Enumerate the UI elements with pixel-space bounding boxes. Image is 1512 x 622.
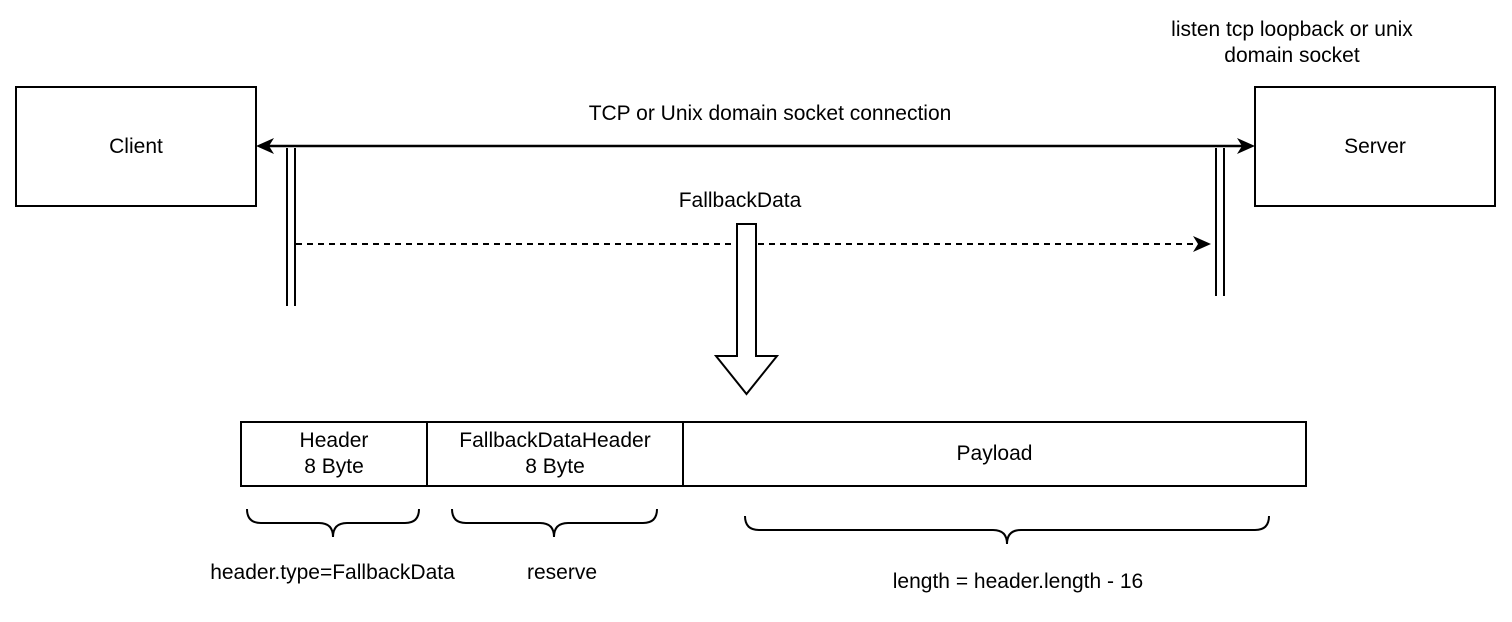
packet-header-size: 8 Byte (304, 455, 364, 478)
arrowhead-dashed-icon (1193, 236, 1211, 252)
server-listen-line-1: listen tcp loopback or unix (1171, 18, 1413, 41)
payload-annotation: length = header.length - 16 (892, 570, 1144, 593)
server-lifeline (1215, 148, 1225, 296)
connection-arrow (256, 138, 1255, 154)
packet-header-title: Header (299, 429, 369, 452)
server-label: Server (1344, 134, 1406, 158)
payload-brace (744, 515, 1270, 545)
arrowhead-right-icon (1237, 138, 1255, 154)
packet-header-cell: Header 8 Byte (240, 421, 428, 487)
server-listen-label: listen tcp loopback or unix domain socke… (1142, 17, 1442, 69)
packet-payload-title: Payload (956, 442, 1033, 465)
client-label: Client (109, 134, 163, 158)
client-lifeline (286, 148, 296, 306)
connection-label: TCP or Unix domain socket connection (588, 102, 952, 125)
fallback-data-label: FallbackData (678, 189, 802, 212)
fallback-header-annotation: reserve (526, 561, 598, 584)
expand-down-arrow-icon (713, 223, 780, 396)
fallback-header-brace (451, 508, 658, 538)
header-annotation: header.type=FallbackData (210, 561, 455, 584)
packet-fallback-header-size: 8 Byte (525, 455, 585, 478)
arrowhead-left-icon (256, 138, 274, 154)
packet-payload-cell: Payload (682, 421, 1307, 487)
header-brace (246, 508, 420, 538)
server-listen-line-2: domain socket (1224, 44, 1360, 67)
packet-fallback-header-title: FallbackDataHeader (459, 429, 651, 452)
client-node: Client (15, 86, 257, 207)
packet-fallback-header-cell: FallbackDataHeader 8 Byte (426, 421, 684, 487)
server-node: Server (1254, 86, 1496, 207)
